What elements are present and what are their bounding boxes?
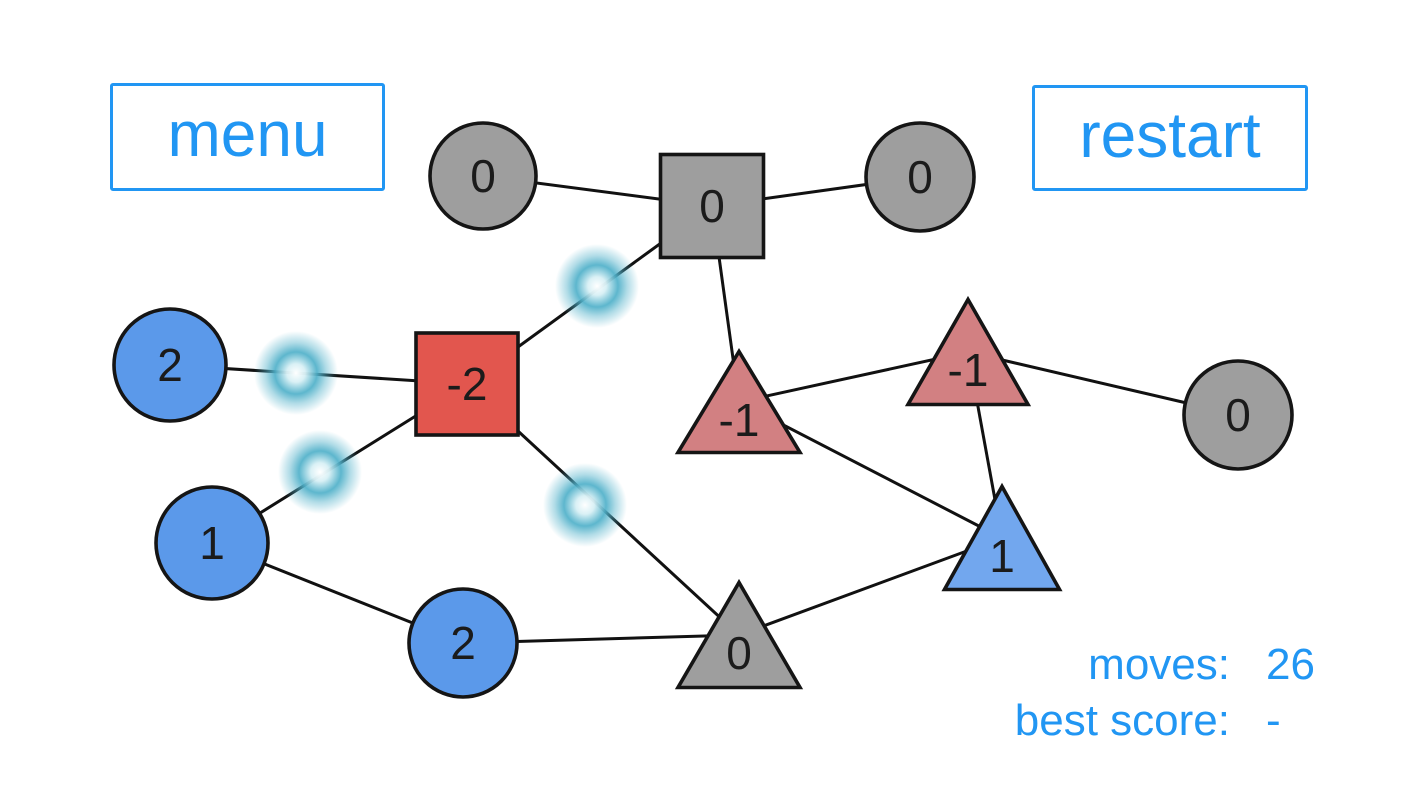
node-circle-3[interactable] bbox=[112, 307, 228, 423]
best-score-label: best score: bbox=[1014, 695, 1230, 745]
node-square-4[interactable] bbox=[414, 331, 520, 437]
node-label: 1 bbox=[989, 530, 1015, 582]
node-label: -2 bbox=[447, 358, 488, 410]
edge-glow[interactable] bbox=[254, 331, 338, 415]
node-triangle-11[interactable] bbox=[674, 578, 804, 690]
scoreboard: moves: 26 best score: - bbox=[1015, 638, 1332, 747]
node-label: 2 bbox=[157, 339, 183, 391]
node-label: -1 bbox=[948, 344, 989, 396]
moves-label: moves: bbox=[1088, 640, 1230, 689]
node-circle-0[interactable] bbox=[428, 121, 538, 231]
node-circle-10[interactable] bbox=[407, 587, 519, 699]
menu-button[interactable]: menu bbox=[110, 83, 385, 191]
edge bbox=[738, 350, 969, 404]
node-label: 0 bbox=[699, 180, 725, 232]
best-score-value: - bbox=[1266, 695, 1281, 745]
moves-value: 26 bbox=[1266, 640, 1315, 689]
node-triangle-9[interactable] bbox=[941, 482, 1063, 592]
restart-button[interactable]: restart bbox=[1032, 85, 1308, 191]
node-square-1[interactable] bbox=[658, 152, 766, 260]
edge-glow[interactable] bbox=[278, 430, 362, 514]
edge bbox=[738, 536, 1003, 637]
node-circle-7[interactable] bbox=[1182, 359, 1294, 471]
node-label: 2 bbox=[450, 617, 476, 669]
node-label: 0 bbox=[1225, 389, 1251, 441]
node-label: -1 bbox=[719, 394, 760, 446]
node-circle-8[interactable] bbox=[154, 485, 270, 601]
node-circle-2[interactable] bbox=[864, 121, 976, 233]
node-triangle-5[interactable] bbox=[674, 348, 804, 455]
node-label: 0 bbox=[907, 151, 933, 203]
node-label: 0 bbox=[726, 627, 752, 679]
node-label: 0 bbox=[470, 150, 496, 202]
node-triangle-6[interactable] bbox=[904, 295, 1032, 407]
node-label: 1 bbox=[199, 517, 225, 569]
edge-glow[interactable] bbox=[555, 244, 639, 328]
edge-glow[interactable] bbox=[543, 463, 627, 547]
